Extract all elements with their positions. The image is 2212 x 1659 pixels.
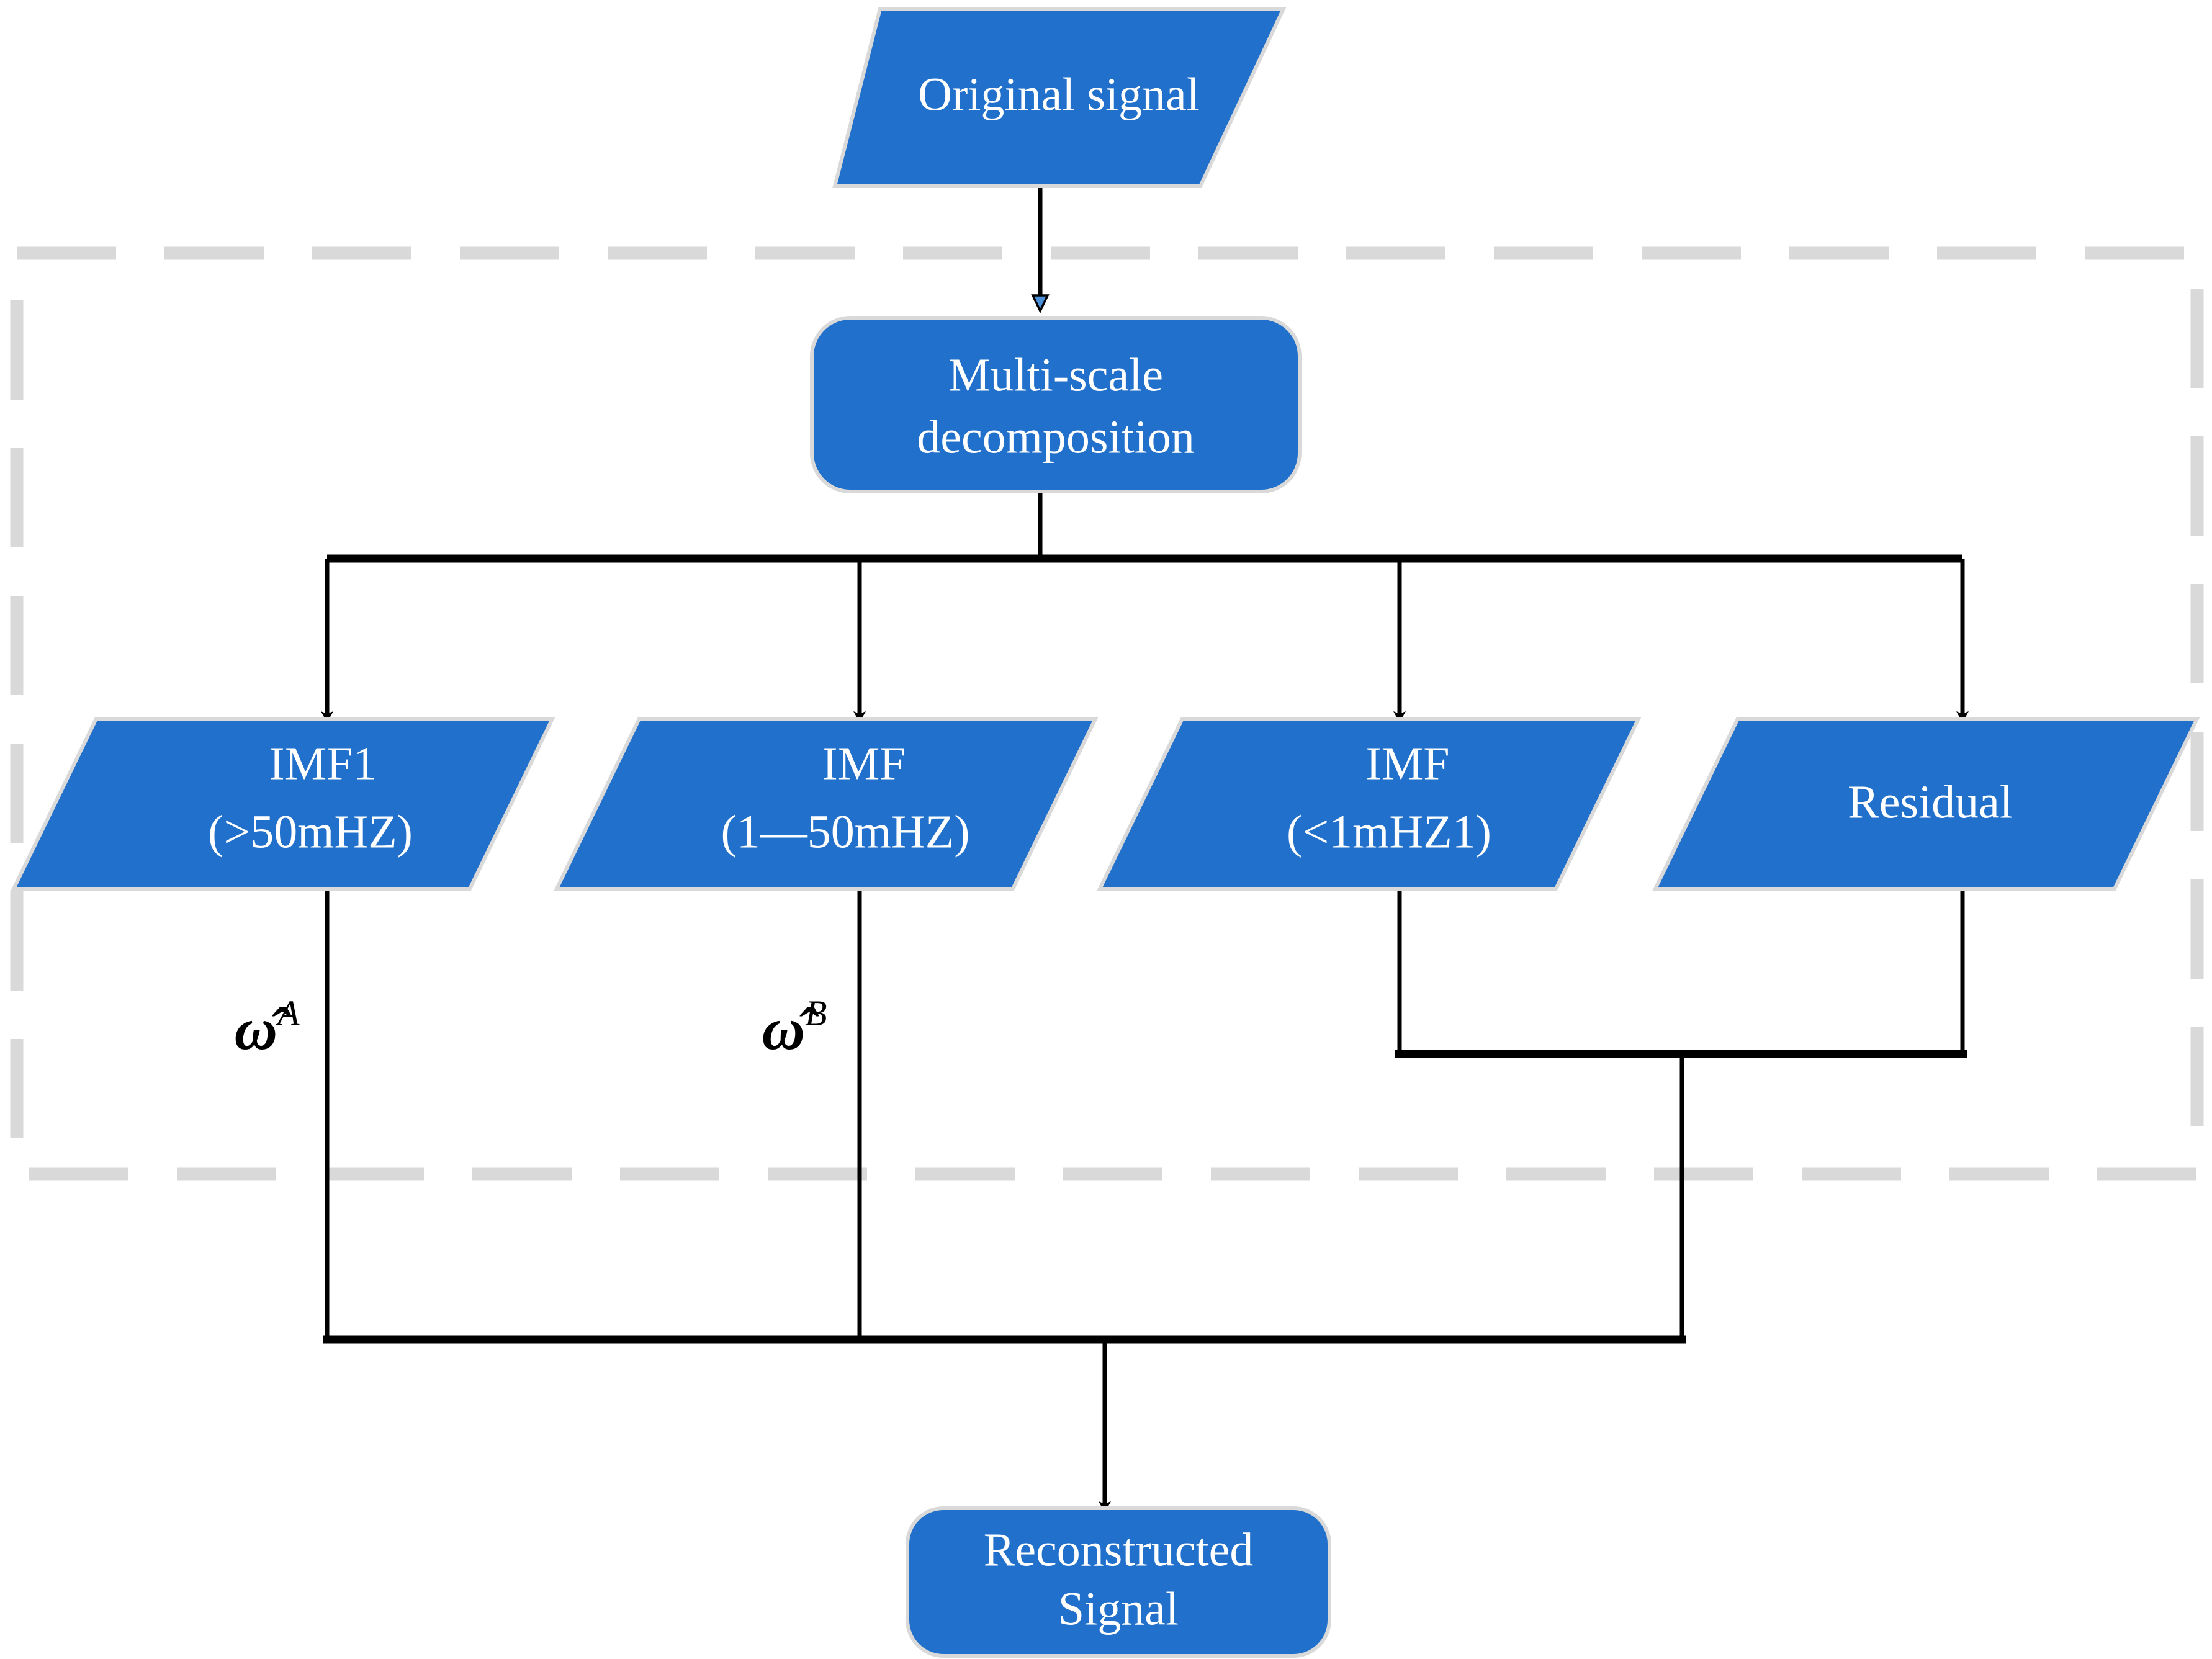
svg-text:ω̂B: ω̂B [762, 993, 827, 1062]
original-signal-label: Original signal [918, 68, 1200, 120]
residual-shape [1652, 717, 2200, 891]
imf3-shape [1097, 717, 1642, 891]
node-original-signal[interactable]: Original signal [832, 7, 1287, 188]
omega-a-superscript: A [275, 993, 300, 1033]
original-signal-shape [832, 7, 1287, 188]
multi-scale-decomposition-label-line2: decomposition [917, 411, 1195, 463]
multi-scale-decomposition-shape [810, 316, 1302, 493]
edge-label-omega-a: ω̂A [235, 993, 300, 1062]
node-multi-scale-decomposition[interactable]: Multi-scale decomposition [810, 316, 1302, 493]
imf2-shape [554, 717, 1099, 891]
imf1-label-line1: IMF1 [269, 737, 376, 789]
edge-label-omega-b: ω̂B [762, 993, 827, 1062]
node-imf3[interactable]: IMF (<1mHZ1) [1097, 717, 1642, 891]
reconstructed-signal-shape [906, 1506, 1331, 1658]
omega-b-superscript: B [805, 993, 827, 1033]
imf1-shape [11, 717, 555, 891]
imf2-label-line2: (1—50mHZ) [721, 806, 969, 858]
imf1-label-line2: (>50mHZ) [208, 806, 413, 858]
svg-text:ω̂A: ω̂A [235, 993, 300, 1062]
multi-scale-decomposition-label-line1: Multi-scale [948, 349, 1163, 401]
dashed-region-boundary [10, 246, 2204, 1181]
reconstructed-signal-label-line2: Signal [1058, 1583, 1179, 1635]
residual-label: Residual [1848, 776, 2013, 828]
node-imf1[interactable]: IMF1 (>50mHZ) [11, 717, 555, 891]
reconstructed-signal-label-line1: Reconstructed [984, 1524, 1254, 1576]
imf3-label-line2: (<1mHZ1) [1287, 806, 1491, 858]
imf3-label-line1: IMF [1365, 737, 1449, 789]
node-reconstructed-signal[interactable]: Reconstructed Signal [906, 1506, 1331, 1658]
node-residual[interactable]: Residual [1652, 717, 2200, 891]
node-imf2[interactable]: IMF (1—50mHZ) [554, 717, 1099, 891]
imf2-label-line1: IMF [822, 737, 906, 789]
